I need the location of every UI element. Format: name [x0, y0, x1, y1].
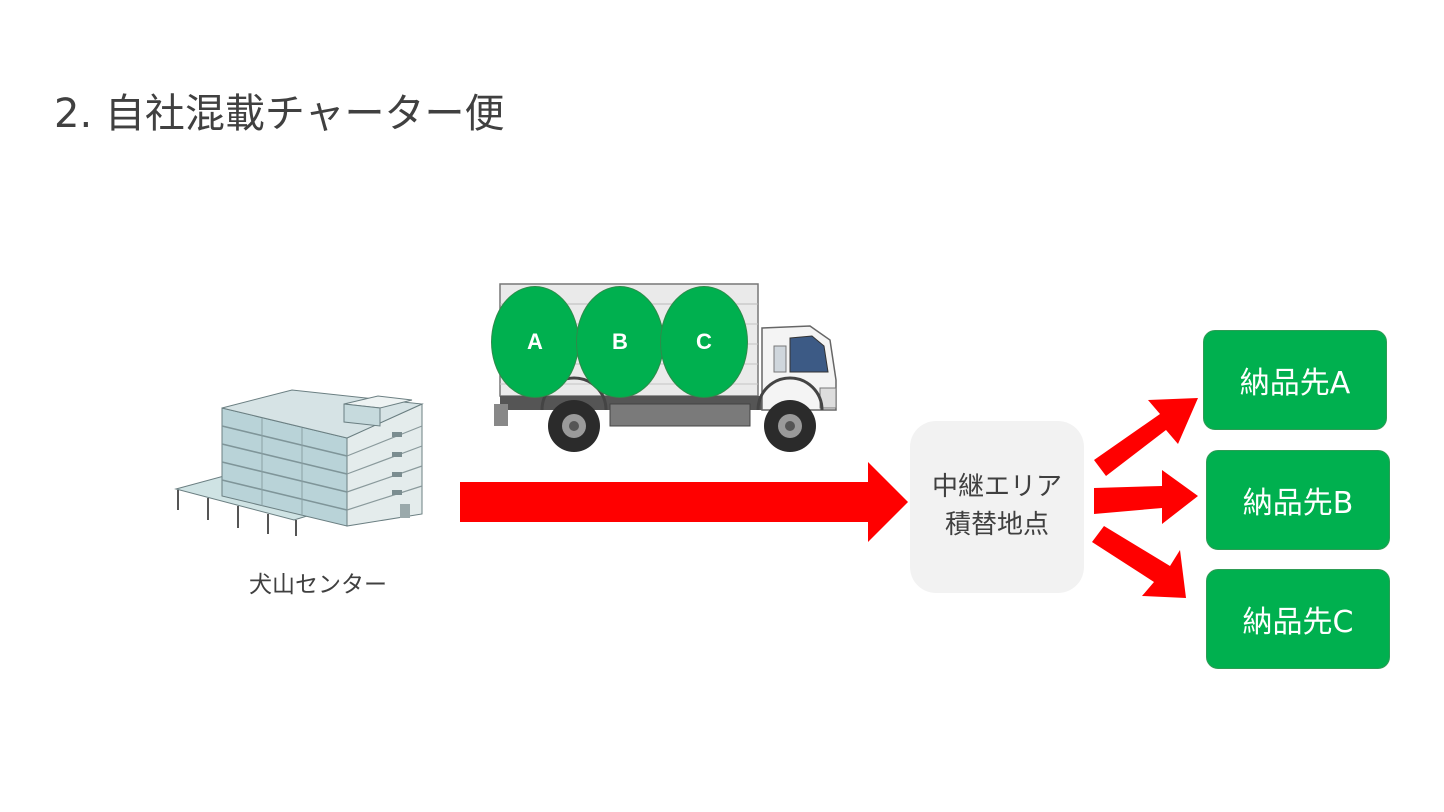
cargo-c-circle: C — [660, 286, 748, 398]
arrow-to-b-icon — [1094, 470, 1198, 524]
origin-label: 犬山センター — [249, 572, 387, 598]
destination-c: 納品先C — [1206, 569, 1390, 669]
page-title: 2. 自社混載チャーター便 — [54, 91, 505, 137]
relay-line-1: 中継エリア — [931, 472, 1062, 503]
destination-a: 納品先A — [1203, 330, 1387, 430]
warehouse-building-icon — [174, 389, 424, 536]
relay-line-2: 積替地点 — [944, 510, 1049, 540]
relay-area-box: 中継エリア 積替地点 — [910, 421, 1084, 593]
arrow-to-a-icon — [1094, 398, 1198, 476]
branch-arrows-group — [1092, 398, 1198, 598]
arrow-to-c-icon — [1092, 526, 1186, 598]
cargo-b-circle: B — [576, 286, 664, 398]
main-arrow-icon — [460, 462, 908, 542]
cargo-a-circle: A — [491, 286, 579, 398]
destination-b: 納品先B — [1206, 450, 1390, 550]
